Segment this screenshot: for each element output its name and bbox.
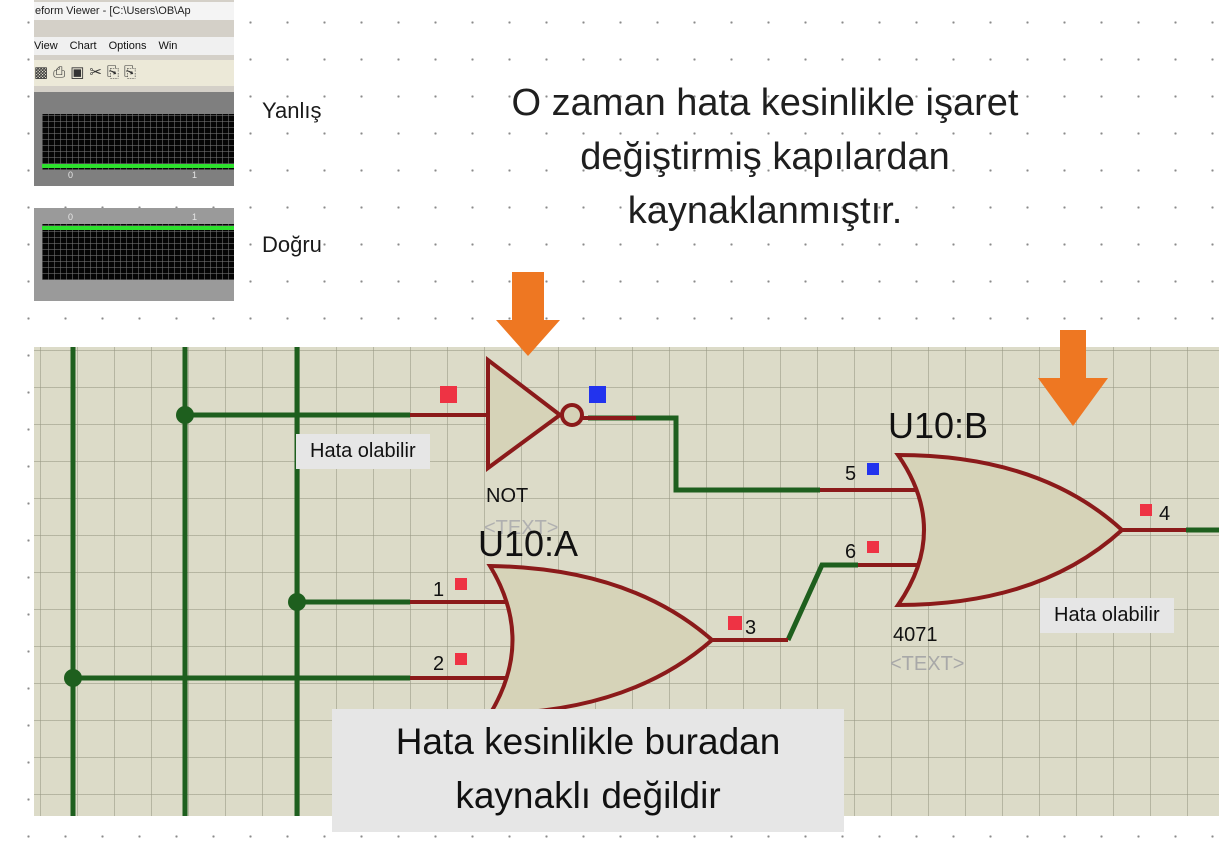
trace-low <box>42 164 234 168</box>
arrow-down-icon <box>1038 330 1108 426</box>
arrow-down-icon <box>496 272 560 356</box>
pin-marker-high <box>455 653 467 665</box>
or-gate-u10b[interactable] <box>820 452 1186 608</box>
window-title: eform Viewer - [C:\Users\OB\Ap <box>34 2 234 20</box>
pin-marker-high <box>440 386 457 403</box>
plot-area <box>42 114 234 170</box>
headline-line1: O zaman hata kesinlikle işaret <box>511 82 1019 124</box>
tick-label: 0 <box>68 170 74 180</box>
gate-text-placeholder: <TEXT> <box>890 653 964 675</box>
pin-marker-low <box>589 386 606 403</box>
headline-line2: değiştirmiş kapılardan <box>580 136 950 178</box>
label-wrong: Yanlış <box>262 98 322 123</box>
callout-main-line1: Hata kesinlikle buradan <box>395 721 781 762</box>
plot-area <box>42 224 234 280</box>
menu-item-options[interactable]: Options <box>108 40 147 52</box>
menu-item-view[interactable]: View <box>34 40 58 52</box>
arrows <box>496 272 1108 426</box>
label-correct: Doğru <box>262 232 322 257</box>
wire-not-out <box>588 415 820 493</box>
pin-marker-high <box>728 616 742 630</box>
gate-part-number: 4071 <box>893 624 938 646</box>
menu-item-chart[interactable]: Chart <box>69 40 97 52</box>
junction-dot <box>176 406 194 424</box>
callout-main: Hata kesinlikle buradan kaynaklı değildi… <box>332 709 844 832</box>
not-gate[interactable] <box>410 355 636 472</box>
wire-pin3-6 <box>785 562 858 642</box>
or-gate-u10a[interactable] <box>410 563 788 717</box>
waveform-plot: 0 1 <box>34 92 234 186</box>
callout-or-gate: Hata olabilir <box>1040 598 1174 633</box>
waveform-viewer-correct: 0 1 <box>34 208 234 301</box>
pin-marker-high <box>867 541 879 553</box>
save-icon[interactable]: ▩ <box>34 64 54 81</box>
waveform-viewer-wrong: eform Viewer - [C:\Users\OB\Ap View Chart… <box>34 0 234 186</box>
tick-label: 1 <box>192 212 198 222</box>
pin-number: 3 <box>745 617 756 639</box>
paste-icon[interactable]: ⎘ <box>123 64 141 81</box>
print-icon[interactable]: ⎙ <box>53 64 71 81</box>
gate-label-u10a: U10:A <box>478 523 578 564</box>
pin-number: 6 <box>845 541 856 563</box>
headline: O zaman hata kesinlikle işaret değiştirm… <box>370 76 1160 238</box>
menu-item-window[interactable]: Win <box>158 40 178 52</box>
not-gate-body <box>486 355 564 472</box>
copy-icon[interactable]: ⎘ <box>106 64 124 81</box>
callout-main-line2: kaynaklı değildir <box>455 775 721 816</box>
image-icon[interactable]: ▣ <box>70 64 90 81</box>
pin-number: 5 <box>845 463 856 485</box>
schematic-labels: NOT <TEXT> U10:A U10:B 4071 <TEXT> 1 2 3… <box>433 405 1170 675</box>
not-gate-text: <TEXT> <box>484 517 558 539</box>
callout-not-gate: Hata olabilir <box>296 434 430 469</box>
pin-marker-low <box>867 463 879 475</box>
pin-number: 4 <box>1159 503 1170 525</box>
menu-bar: View Chart Options Win <box>34 37 234 55</box>
or-gate-body <box>894 452 1125 608</box>
junction-dot <box>288 593 306 611</box>
pin-marker-high <box>455 578 467 590</box>
junctions <box>64 406 306 687</box>
headline-line3: kaynaklanmıştır. <box>627 190 903 232</box>
toolbar: ▩⎙▣✂⎘⎘ <box>34 60 234 86</box>
junction-dot <box>64 669 82 687</box>
trace-high <box>42 226 234 230</box>
not-gate-type: NOT <box>486 485 528 507</box>
pin-number: 2 <box>433 653 444 675</box>
or-gate-body <box>486 563 716 717</box>
tick-label: 1 <box>192 170 198 180</box>
not-gate-bubble <box>560 403 584 427</box>
cut-icon[interactable]: ✂ <box>89 64 107 81</box>
pin-number: 1 <box>433 579 444 601</box>
gate-label-u10b: U10:B <box>888 405 988 446</box>
wires <box>70 347 1219 816</box>
pin-marker-high <box>1140 504 1152 516</box>
pin-markers <box>440 386 1152 665</box>
tick-label: 0 <box>68 212 74 222</box>
